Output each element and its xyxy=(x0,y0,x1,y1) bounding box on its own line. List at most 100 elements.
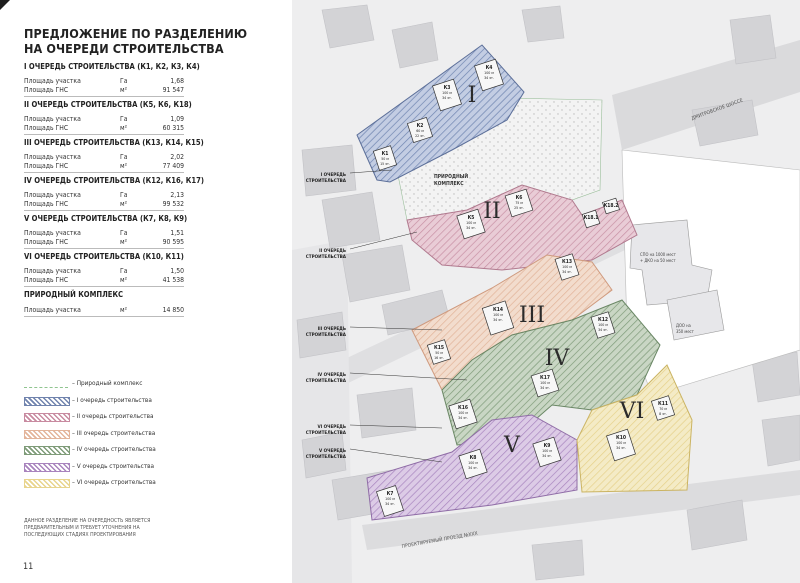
callout-text: III ОЧЕРЕДЬ xyxy=(318,326,346,332)
building-id-label: К7 xyxy=(387,491,394,497)
context-building xyxy=(761,414,800,467)
callout-leader xyxy=(349,169,393,174)
building-id-label: К14 xyxy=(493,307,503,313)
callout-text: СТРОИТЕЛЬСТВА xyxy=(306,178,347,184)
stage-numeral: II xyxy=(483,199,500,224)
row-unit: м² xyxy=(120,124,128,132)
building-footprint xyxy=(376,485,404,517)
legend-label: – III очередь строительства xyxy=(72,428,156,437)
building-spec-label: 22 эт. xyxy=(415,134,425,138)
building-footprint xyxy=(448,398,478,430)
building-footprint xyxy=(426,339,452,365)
context-building xyxy=(531,539,585,581)
callout-leader xyxy=(349,326,443,331)
building-spec-label: 34 эт. xyxy=(458,416,468,420)
site-plan-map: СПО на 1000 мест + ДКО на 50 мест ДОО на… xyxy=(292,0,800,583)
corner-mark xyxy=(0,0,10,10)
building-spec-label: 100 м xyxy=(562,265,572,269)
building-id-label: К6 xyxy=(516,195,523,201)
building-id-label: К18.1 xyxy=(584,215,599,221)
building-spec-label: 34 эт. xyxy=(442,96,452,100)
row-value: 77 409 xyxy=(162,162,184,170)
row-value: 14 850 xyxy=(162,306,184,314)
building-spec-label: 100 м xyxy=(484,71,494,75)
building-spec-label: 25 эт. xyxy=(514,206,524,210)
building-spec-label: 34 эт. xyxy=(542,454,552,458)
section-divider xyxy=(24,96,184,97)
legend-swatch xyxy=(24,413,70,422)
context-building xyxy=(691,99,759,147)
section-title: IV ОЧЕРЕДЬ СТРОИТЕЛЬСТВА (К12, К16, К17) xyxy=(24,176,204,185)
row-value: 91 547 xyxy=(162,86,184,94)
row-label: Площадь участка xyxy=(24,229,81,237)
section-divider xyxy=(24,286,184,287)
building-id-label: К17 xyxy=(540,375,550,381)
dmitrovskoe-shosse xyxy=(612,40,800,150)
row-label: Площадь участка xyxy=(24,115,81,123)
row-label: Площадь ГНС xyxy=(24,86,69,94)
building-id-label: К2 xyxy=(417,123,424,129)
legend-swatch xyxy=(24,396,70,406)
context-building xyxy=(321,191,381,249)
building-spec-label: 100 м xyxy=(458,411,468,415)
kindergarten-building xyxy=(666,289,725,341)
page-title: ПРЕДЛОЖЕНИЕ ПО РАЗДЕЛЕНИЮ НА ОЧЕРЕДИ СТР… xyxy=(24,26,248,56)
section-divider xyxy=(24,172,184,173)
building-spec-label: 34 эт. xyxy=(468,466,478,470)
nature-label-2: КОМПЛЕКС xyxy=(434,181,464,187)
row-unit: м² xyxy=(120,306,128,314)
building-spec-label: 50 м xyxy=(381,157,389,161)
context-building xyxy=(521,5,565,43)
building-id-label: К15 xyxy=(434,345,444,351)
kindergarten-label-1: ДОО на xyxy=(676,323,691,328)
building-spec-label: 100 м xyxy=(598,323,608,327)
building-id-label: К8 xyxy=(470,455,477,461)
building-spec-label: 75 м xyxy=(515,201,523,205)
building-spec-label: 100 м xyxy=(540,381,550,385)
section-title: VI ОЧЕРЕДЬ СТРОИТЕЛЬСТВА (К10, К11) xyxy=(24,252,184,261)
building-spec-label: 34 эт. xyxy=(466,226,476,230)
legend-label: – VI очередь строительства xyxy=(72,478,156,486)
building-footprint xyxy=(532,436,562,468)
building-footprint xyxy=(554,253,580,281)
section-title: ПРИРОДНЫЙ КОМПЛЕКС xyxy=(24,290,124,299)
building-id-label: К12 xyxy=(598,317,608,323)
legend-swatch xyxy=(24,380,68,388)
building-footprint xyxy=(372,145,398,171)
legend-label: – V очередь строительства xyxy=(72,461,155,470)
building-footprint xyxy=(406,116,434,144)
section-title: V ОЧЕРЕДЬ СТРОИТЕЛЬСТВА (К7, К8, К9) xyxy=(24,214,188,223)
site-plan-svg: СПО на 1000 мест + ДКО на 50 мест ДОО на… xyxy=(292,4,800,583)
section-divider xyxy=(24,316,184,317)
building-id-label: К4 xyxy=(486,65,493,71)
building-footprint xyxy=(474,58,504,92)
callout-text: СТРОИТЕЛЬСТВА xyxy=(306,454,347,460)
stage-6-zone xyxy=(576,364,693,493)
context-building xyxy=(729,14,777,65)
legend-label: – Природный комплекс xyxy=(72,379,143,387)
building-spec-label: 100 м xyxy=(542,449,552,453)
building-footprint xyxy=(481,300,515,336)
row-value: 60 315 xyxy=(162,124,184,132)
legend-swatch xyxy=(24,429,70,439)
building-spec-label: 100 м xyxy=(466,221,476,225)
row-label: Площадь ГНС xyxy=(24,238,69,246)
callout-leader xyxy=(349,231,418,250)
row-label: Площадь участка xyxy=(24,306,81,314)
row-value: 1,68 xyxy=(170,77,184,85)
building-spec-label: 34 эт. xyxy=(598,328,608,332)
callout-text: II ОЧЕРЕДЬ xyxy=(319,248,346,254)
legend-swatch xyxy=(24,479,70,488)
nature-label-1: ПРИРОДНЫЙ xyxy=(434,172,468,180)
